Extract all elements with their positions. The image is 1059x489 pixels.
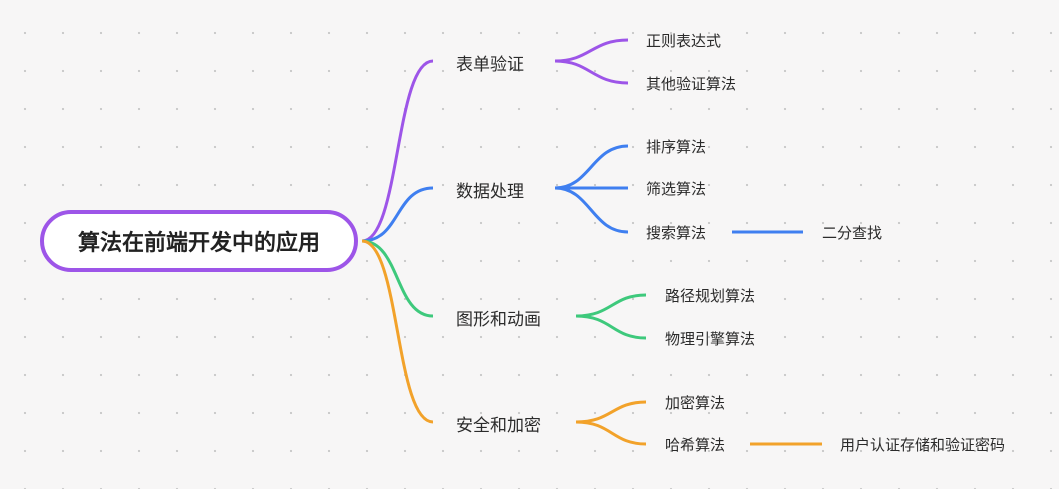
branch-graphics-animation[interactable]: 图形和动画 [456,310,541,330]
branch-data-processing[interactable]: 数据处理 [456,182,524,202]
node-search[interactable]: 搜索算法 [646,224,707,242]
node-filter[interactable]: 筛选算法 [646,180,707,198]
node-encryption[interactable]: 加密算法 [665,394,726,412]
node-physics-engine[interactable]: 物理引擎算法 [665,330,756,348]
root-node[interactable]: 算法在前端开发中的应用 [40,210,358,272]
connector-form-regex [554,38,629,63]
node-hash[interactable]: 哈希算法 [665,436,726,454]
connector-root-security-encryption [361,239,434,424]
connector-graphics-path [575,293,647,318]
node-other-validation[interactable]: 其他验证算法 [646,75,737,93]
node-sort[interactable]: 排序算法 [646,138,707,156]
branch-form-validation[interactable]: 表单验证 [456,55,524,75]
connector-data-search [554,186,629,234]
connector-data-sort [554,144,629,190]
connector-security-hash [575,420,647,446]
branch-security-encryption[interactable]: 安全和加密 [456,416,541,436]
connector-security-encrypt [575,400,647,424]
connector-root-form-validation [361,59,434,243]
connector-root-data-processing [361,186,434,243]
node-auth-password[interactable]: 用户认证存储和验证密码 [840,436,1006,454]
connector-root-graphics-animation [361,239,434,318]
root-label: 算法在前端开发中的应用 [77,231,320,256]
node-regex[interactable]: 正则表达式 [646,32,722,50]
connector-graphics-physics [575,314,647,340]
node-path-planning[interactable]: 路径规划算法 [665,287,756,305]
node-binary-search[interactable]: 二分查找 [822,224,883,242]
connector-form-other [554,59,629,85]
